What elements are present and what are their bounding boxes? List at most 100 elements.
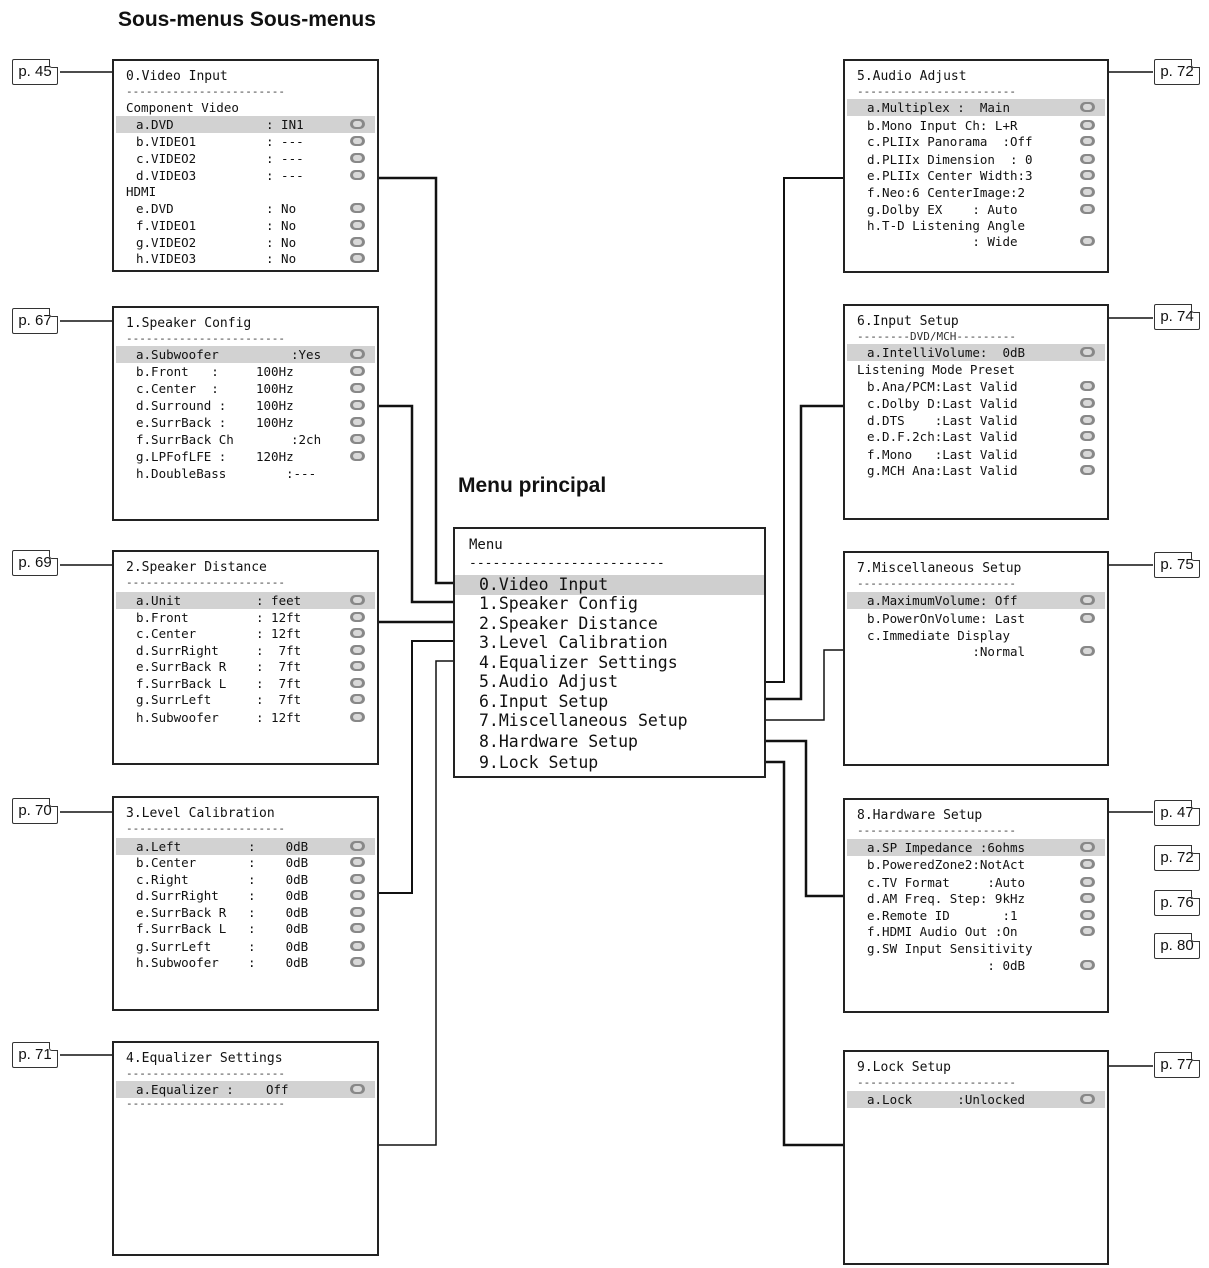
row-label: c.Center bbox=[136, 626, 197, 641]
panel-title: 8.Hardware Setup bbox=[857, 808, 983, 823]
menu-row[interactable]: a.Left: 0dB bbox=[116, 838, 375, 855]
menu-row[interactable]: b.VIDEO1: --- bbox=[116, 133, 375, 150]
menu-row[interactable]: d.SurrRight: 7ft bbox=[116, 642, 375, 659]
menu-row[interactable]: e.SurrBack :100Hz bbox=[116, 414, 375, 431]
row-label: :Normal bbox=[867, 644, 1026, 659]
separator: ------------------------ bbox=[857, 824, 1016, 837]
row-label: b.PoweredZone2:NotAct bbox=[867, 857, 1026, 872]
menu-row[interactable]: e.D.F.2ch:Last Valid bbox=[847, 428, 1105, 445]
adjust-icon bbox=[350, 119, 365, 129]
menu-row[interactable]: f.VIDEO1: No bbox=[116, 217, 375, 234]
row-label: d.Surround : bbox=[136, 398, 227, 413]
menu-row[interactable]: d.AM Freq. Step: 9kHz bbox=[847, 890, 1105, 907]
separator: ------------------------ bbox=[857, 1076, 1016, 1089]
menu-row[interactable]: f.SurrBack L: 7ft bbox=[116, 675, 375, 692]
menu-row[interactable]: c.VIDEO2: --- bbox=[116, 150, 375, 167]
menu-row[interactable]: f.HDMI Audio Out :On bbox=[847, 923, 1105, 940]
menu-row[interactable]: h.VIDEO3 : No bbox=[116, 250, 375, 267]
page-ref-hardware-1: p. 47 bbox=[1154, 800, 1200, 826]
row-label: h.VIDEO3 bbox=[136, 251, 197, 266]
menu-row[interactable]: h.T-D Listening Angle bbox=[847, 217, 1105, 234]
menu-row[interactable]: c.Right: 0dB bbox=[116, 871, 375, 888]
menu-row[interactable]: a.Subwoofer:Yes bbox=[116, 346, 375, 363]
page-ref-audio-adjust: p. 72 bbox=[1154, 59, 1200, 85]
main-menu-item-input-setup[interactable]: 6.Input Setup bbox=[455, 692, 764, 712]
menu-row[interactable]: e.DVD: No bbox=[116, 200, 375, 217]
menu-row[interactable]: b.Center: 0dB bbox=[116, 854, 375, 871]
menu-row[interactable]: e.Remote ID :1 bbox=[847, 907, 1105, 924]
adjust-icon bbox=[1080, 877, 1095, 887]
adjust-icon bbox=[1080, 910, 1095, 920]
menu-row[interactable]: c.Dolby D:Last Valid bbox=[847, 395, 1105, 412]
main-menu-item-lock-setup[interactable]: 9.Lock Setup bbox=[455, 753, 764, 773]
main-menu-item-equalizer[interactable]: 4.Equalizer Settings bbox=[455, 653, 764, 673]
menu-row[interactable]: a.IntelliVolume: 0dB bbox=[847, 344, 1105, 361]
row-value: : No bbox=[266, 201, 297, 216]
menu-row[interactable]: e.PLIIx Center Width:3 bbox=[847, 167, 1105, 184]
row-value: : 7ft bbox=[256, 692, 302, 707]
row-value: : No bbox=[266, 251, 297, 266]
menu-row[interactable]: c.Center: 12ft bbox=[116, 625, 375, 642]
menu-row[interactable]: h.Subwoofer: 12ft bbox=[116, 709, 375, 726]
menu-row[interactable]: c.Immediate Display bbox=[847, 627, 1105, 644]
menu-row[interactable]: f.SurrBack L: 0dB bbox=[116, 920, 375, 937]
menu-row[interactable]: h.Subwoofer: 0dB bbox=[116, 954, 375, 971]
menu-row[interactable]: d.Surround :100Hz bbox=[116, 397, 375, 414]
menu-row[interactable]: b.PoweredZone2:NotAct bbox=[847, 856, 1105, 873]
menu-row[interactable]: a.SP Impedance :6ohms bbox=[847, 839, 1105, 856]
panel-title: 4.Equalizer Settings bbox=[126, 1051, 283, 1066]
menu-row[interactable]: h.DoubleBass:--- bbox=[116, 465, 375, 482]
menu-row[interactable]: c.Center :100Hz bbox=[116, 380, 375, 397]
menu-row[interactable]: b.Ana/PCM:Last Valid bbox=[847, 378, 1105, 395]
menu-row[interactable]: e.SurrBack R: 7ft bbox=[116, 658, 375, 675]
adjust-icon bbox=[1080, 204, 1095, 214]
menu-row[interactable]: d.VIDEO3: --- bbox=[116, 167, 375, 184]
item-label: 5.Audio Adjust bbox=[479, 672, 619, 691]
menu-row[interactable]: g.MCH Ana:Last Valid bbox=[847, 462, 1105, 479]
menu-row[interactable]: a.Unit: feet bbox=[116, 592, 375, 609]
menu-row[interactable]: f.Neo:6 CenterImage:2 bbox=[847, 184, 1105, 201]
menu-row[interactable]: b.PowerOnVolume: Last bbox=[847, 610, 1105, 627]
menu-row[interactable]: g.VIDEO2: No bbox=[116, 234, 375, 251]
row-value: : No bbox=[266, 218, 297, 233]
menu-row[interactable]: g.Dolby EX : Auto bbox=[847, 201, 1105, 218]
menu-row[interactable]: c.TV Format :Auto bbox=[847, 874, 1105, 891]
row-label: b.Ana/PCM:Last Valid bbox=[867, 379, 1018, 394]
main-menu-item-speaker-distance[interactable]: 2.Speaker Distance bbox=[455, 614, 764, 634]
menu-row[interactable]: a.Lock :Unlocked bbox=[847, 1091, 1105, 1108]
item-label: 3.Level Calibration bbox=[479, 633, 668, 652]
menu-row[interactable]: c.PLIIx Panorama :Off bbox=[847, 133, 1105, 150]
menu-row[interactable]: g.LPFofLFE :120Hz bbox=[116, 448, 375, 465]
menu-row[interactable]: g.SurrLeft: 0dB bbox=[116, 938, 375, 955]
menu-row[interactable]: a.Equalizer :Off bbox=[116, 1081, 375, 1098]
row-value: Off bbox=[266, 1082, 289, 1097]
main-menu-title: Menu bbox=[469, 537, 503, 553]
menu-row[interactable]: g.SurrLeft: 7ft bbox=[116, 691, 375, 708]
menu-row[interactable]: d.PLIIx Dimension : 0 bbox=[847, 151, 1105, 168]
adjust-icon bbox=[350, 237, 365, 247]
main-menu-item-speaker-config[interactable]: 1.Speaker Config bbox=[455, 594, 764, 614]
menu-row[interactable]: b.Front :100Hz bbox=[116, 363, 375, 380]
menu-row[interactable]: b.Front: 12ft bbox=[116, 609, 375, 626]
menu-row[interactable]: e.SurrBack R: 0dB bbox=[116, 904, 375, 921]
separator: ------------------------ bbox=[126, 822, 285, 835]
adjust-icon bbox=[1080, 170, 1095, 180]
menu-row[interactable]: a.DVD: IN1 bbox=[116, 116, 375, 133]
page-ref-misc-setup: p. 75 bbox=[1154, 552, 1200, 578]
menu-row[interactable]: g.SW Input Sensitivity bbox=[847, 940, 1105, 957]
adjust-icon bbox=[1080, 646, 1095, 656]
main-menu-item-level-calibration[interactable]: 3.Level Calibration bbox=[455, 633, 764, 653]
menu-row[interactable]: a.MaximumVolume: Off bbox=[847, 592, 1105, 609]
menu-row[interactable]: d.DTS :Last Valid bbox=[847, 412, 1105, 429]
menu-row[interactable]: b.Mono Input Ch: L+R bbox=[847, 117, 1105, 134]
main-menu-item-hardware-setup[interactable]: 8.Hardware Setup bbox=[455, 732, 764, 752]
menu-row[interactable]: a.Multiplex : Main bbox=[847, 99, 1105, 116]
group-label-component: Component Video bbox=[126, 100, 239, 115]
adjust-icon bbox=[350, 451, 365, 461]
menu-row[interactable]: d.SurrRight: 0dB bbox=[116, 887, 375, 904]
main-menu-item-video-input[interactable]: 0.Video Input bbox=[455, 575, 764, 595]
menu-row[interactable]: f.Mono :Last Valid bbox=[847, 446, 1105, 463]
main-menu-item-audio-adjust[interactable]: 5.Audio Adjust bbox=[455, 672, 764, 692]
main-menu-item-misc-setup[interactable]: 7.Miscellaneous Setup bbox=[455, 711, 764, 731]
menu-row[interactable]: f.SurrBack Ch:2ch bbox=[116, 431, 375, 448]
